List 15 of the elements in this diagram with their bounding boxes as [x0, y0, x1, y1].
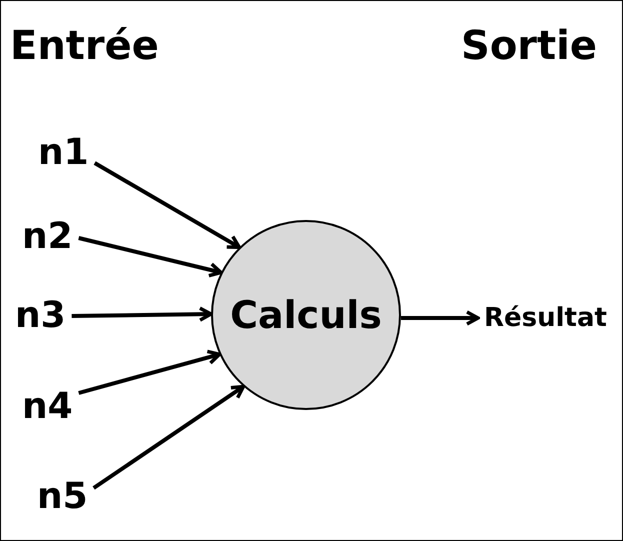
arrow — [94, 161, 242, 250]
input-label: n2 — [16, 219, 79, 255]
input-label: n3 — [9, 298, 72, 334]
input-label: n1 — [32, 135, 95, 171]
input-label: n5 — [31, 479, 94, 515]
arrow — [78, 236, 223, 278]
node-label: Calculs — [230, 296, 382, 334]
arrow — [401, 310, 480, 326]
arrow — [72, 306, 213, 322]
arrow — [78, 350, 222, 395]
output-label: Résultat — [478, 305, 613, 331]
input-label: n4 — [16, 389, 79, 425]
column-heading: Sortie — [461, 26, 597, 66]
arrow — [92, 384, 246, 490]
column-heading: Entrée — [10, 26, 159, 66]
